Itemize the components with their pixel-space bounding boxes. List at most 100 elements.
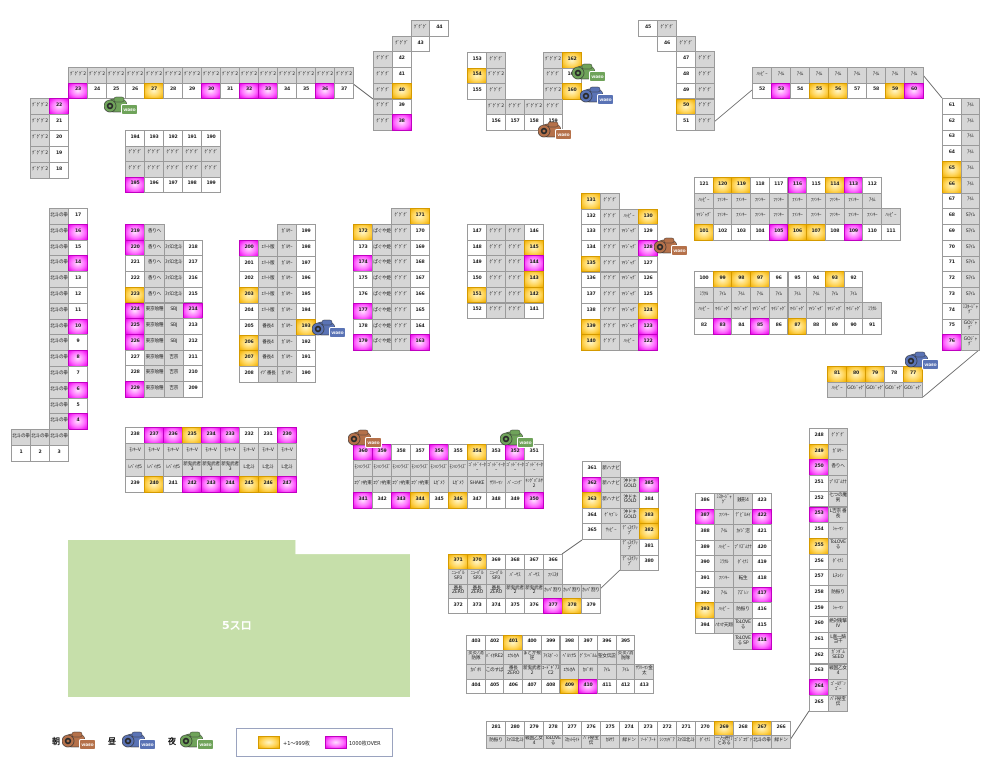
machine-number-cell[interactable]: 383 [639,507,659,525]
machine-number-cell[interactable]: 171 [410,208,430,225]
machine-number-cell[interactable]: 146 [524,224,544,241]
machine-number-cell[interactable]: 65 [942,161,962,178]
machine-number-cell[interactable]: 366 [543,554,563,570]
machine-number-cell[interactable]: 137 [581,287,601,304]
machine-number-cell[interactable]: 58 [866,82,886,99]
machine-number-cell[interactable]: 43 [410,35,431,53]
machine-number-cell[interactable]: 216 [182,271,204,288]
machine-number-cell[interactable]: 369 [486,554,506,570]
machine-number-cell[interactable]: 167 [410,271,430,288]
machine-number-cell[interactable]: 207 [239,350,259,368]
machine-number-cell[interactable]: 113 [843,177,864,194]
machine-number-cell[interactable]: 22 [49,98,69,115]
machine-number-cell[interactable]: 219 [125,224,146,241]
machine-number-cell[interactable]: 7 [68,366,88,383]
machine-number-cell[interactable]: 28 [163,82,183,99]
machine-number-cell[interactable]: 44 [429,20,450,37]
machine-number-cell[interactable]: 176 [353,287,373,304]
machine-number-cell[interactable]: 391 [695,571,715,588]
machine-number-cell[interactable]: 253 [809,506,829,524]
machine-number-cell[interactable]: 120 [712,177,733,194]
machine-number-cell[interactable]: 142 [524,286,544,304]
machine-number-cell[interactable]: 240 [144,475,164,493]
machine-number-cell[interactable]: 150 [467,271,487,288]
machine-number-cell[interactable]: 196 [296,271,316,289]
machine-number-cell[interactable]: 98 [731,271,752,288]
machine-number-cell[interactable]: 281 [486,721,506,736]
machine-number-cell[interactable]: 243 [201,475,221,493]
machine-number-cell[interactable]: 356 [429,444,449,461]
machine-number-cell[interactable]: 365 [582,523,602,540]
machine-number-cell[interactable]: 125 [638,287,658,304]
machine-number-cell[interactable]: 195 [125,176,145,193]
machine-number-cell[interactable]: 8 [68,350,88,367]
machine-number-cell[interactable]: 342 [372,492,392,509]
machine-number-cell[interactable]: 21 [49,114,69,131]
machine-number-cell[interactable]: 395 [615,635,636,651]
machine-number-cell[interactable]: 399 [540,635,561,651]
machine-number-cell[interactable]: 205 [239,318,259,336]
machine-number-cell[interactable]: 145 [524,239,544,257]
machine-number-cell[interactable]: 217 [182,255,204,273]
machine-number-cell[interactable]: 193 [144,130,164,147]
machine-number-cell[interactable]: 249 [809,443,829,461]
machine-number-cell[interactable]: 254 [809,522,829,539]
machine-number-cell[interactable]: 109 [843,224,864,241]
machine-number-cell[interactable]: 49 [676,82,696,100]
machine-number-cell[interactable]: 225 [125,318,146,335]
machine-number-cell[interactable]: 408 [540,678,561,694]
machine-number-cell[interactable]: 224 [125,302,146,320]
machine-number-cell[interactable]: 271 [676,721,696,736]
machine-number-cell[interactable]: 239 [125,475,145,493]
machine-number-cell[interactable]: 236 [163,427,183,445]
machine-number-cell[interactable]: 246 [258,475,278,493]
machine-number-cell[interactable]: 37 [334,82,354,99]
machine-number-cell[interactable]: 221 [125,255,146,273]
machine-number-cell[interactable]: 345 [429,492,449,509]
machine-number-cell[interactable]: 152 [467,302,487,320]
machine-number-cell[interactable]: 67 [942,192,962,210]
machine-number-cell[interactable]: 59 [885,82,905,99]
machine-number-cell[interactable]: 34 [277,82,297,99]
machine-number-cell[interactable]: 226 [125,333,146,351]
machine-number-cell[interactable]: 258 [809,585,829,602]
machine-number-cell[interactable]: 371 [448,554,468,570]
machine-number-cell[interactable]: 377 [543,598,563,615]
machine-number-cell[interactable]: 107 [806,224,826,241]
machine-number-cell[interactable]: 370 [467,554,487,570]
machine-number-cell[interactable]: 228 [125,365,146,382]
machine-number-cell[interactable]: 126 [638,271,658,289]
machine-number-cell[interactable]: 45 [638,20,658,37]
machine-number-cell[interactable]: 393 [695,602,715,619]
machine-number-cell[interactable]: 157 [505,114,525,131]
machine-number-cell[interactable]: 72 [942,271,962,288]
machine-number-cell[interactable]: 102 [712,224,733,241]
machine-number-cell[interactable]: 378 [562,598,582,615]
machine-number-cell[interactable]: 257 [809,569,829,586]
machine-number-cell[interactable]: 15 [68,239,88,257]
machine-number-cell[interactable]: 90 [843,318,864,335]
machine-number-cell[interactable]: 165 [410,302,430,320]
machine-number-cell[interactable]: 245 [239,475,259,493]
machine-number-cell[interactable]: 203 [239,287,259,304]
machine-number-cell[interactable]: 179 [353,334,373,352]
machine-number-cell[interactable]: 373 [467,598,487,615]
machine-number-cell[interactable]: 40 [391,82,412,100]
machine-number-cell[interactable]: 2 [30,445,50,462]
machine-number-cell[interactable]: 252 [809,490,829,508]
machine-number-cell[interactable]: 156 [486,114,506,131]
machine-number-cell[interactable]: 204 [239,303,259,320]
machine-number-cell[interactable]: 140 [581,334,601,351]
machine-number-cell[interactable]: 1 [11,445,31,462]
machine-number-cell[interactable]: 33 [258,82,278,99]
machine-number-cell[interactable]: 27 [144,82,164,99]
machine-number-cell[interactable]: 55 [809,82,829,99]
machine-number-cell[interactable]: 261 [809,632,829,649]
machine-number-cell[interactable]: 374 [486,598,506,615]
machine-number-cell[interactable]: 420 [752,539,772,557]
machine-number-cell[interactable]: 6 [68,381,88,399]
machine-number-cell[interactable]: 230 [277,427,297,445]
machine-number-cell[interactable]: 64 [942,145,962,162]
machine-number-cell[interactable]: 396 [596,635,617,651]
machine-number-cell[interactable]: 363 [582,492,602,509]
